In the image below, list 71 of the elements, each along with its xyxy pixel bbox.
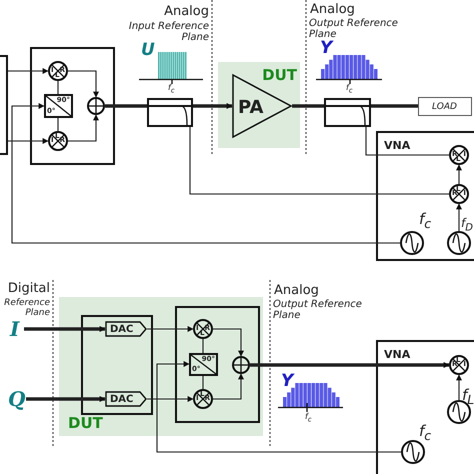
signal-label: Y [281, 371, 294, 391]
dut-label: DUT [68, 414, 103, 432]
arrow [193, 103, 233, 109]
phase-shifter-box [189, 353, 218, 376]
mixer-symbol [48, 61, 68, 81]
summer-symbol [87, 97, 105, 115]
arrow [11, 103, 400, 244]
arrow [213, 328, 244, 357]
arrow [147, 326, 194, 332]
axis-label: f$_{c}$ [346, 83, 352, 95]
signal-label: Q [8, 388, 26, 410]
load-label: LOAD [432, 102, 457, 112]
dut-region [218, 62, 300, 148]
oscillator-symbol [400, 231, 424, 255]
mixer-symbol [48, 131, 68, 151]
zone-label: Analog [274, 283, 319, 298]
plane-label: Output Reference Plane [309, 18, 399, 40]
frequency-label: f$_{c}$ [419, 422, 432, 443]
arrow [8, 68, 49, 74]
oscillator-symbol [447, 231, 471, 255]
arrow [68, 114, 99, 142]
arrow [147, 396, 194, 402]
mixer-symbol [449, 184, 469, 204]
zone-label: Analog [310, 2, 355, 17]
arrow [456, 164, 462, 184]
zone-label: Analog [164, 4, 209, 19]
mixer-symbol [449, 145, 469, 165]
arrow [250, 362, 450, 368]
axis-label: f$_{c}$ [305, 412, 312, 424]
arrow [456, 203, 462, 231]
signal-label: Y [320, 38, 332, 58]
vna-box [376, 340, 474, 474]
dac-label: DAC [110, 394, 134, 405]
load-box [418, 97, 472, 116]
plane-label: Output Reference Plane [273, 299, 363, 321]
frequency-label: f$_{c}$ [419, 210, 432, 231]
dac-label: DAC [110, 324, 134, 335]
signal-label: U [141, 40, 155, 60]
block-frame [30, 47, 115, 165]
zone-label: Digital [8, 281, 50, 296]
summer-symbol [232, 356, 250, 374]
plane-label: Input Reference Plane [128, 21, 209, 43]
dut-region [59, 297, 263, 436]
arrow [68, 70, 99, 98]
signal-label: I [10, 318, 24, 340]
arrow [26, 396, 106, 402]
mixer-symbol [193, 319, 213, 339]
arrow [456, 374, 462, 400]
frequency-label: f$_{D}$ [461, 216, 473, 234]
plane-label: Reference Plane [3, 298, 50, 318]
coupler-box [324, 98, 371, 127]
block-frame [81, 315, 153, 415]
phase-shifter-box [44, 94, 73, 118]
block-frame [175, 306, 260, 423]
mixer-symbol [193, 389, 213, 409]
coupler-box [147, 98, 193, 127]
vna-label: VNA [384, 139, 410, 152]
arrow [24, 326, 106, 332]
vna-box [376, 131, 474, 261]
frequency-label: f$_{L}$ [462, 386, 474, 407]
dac-block [105, 321, 147, 337]
arrow [156, 361, 401, 453]
arrow [8, 138, 49, 144]
vna-label: VNA [384, 348, 410, 361]
dut-label: DUT [262, 66, 297, 84]
dac-block [105, 391, 147, 407]
oscillator-symbol [401, 440, 425, 464]
mixer-symbol [449, 355, 469, 375]
amplifier-label: PA [238, 97, 264, 118]
arrow [213, 373, 244, 400]
axis-label: f$_{c}$ [168, 83, 174, 95]
